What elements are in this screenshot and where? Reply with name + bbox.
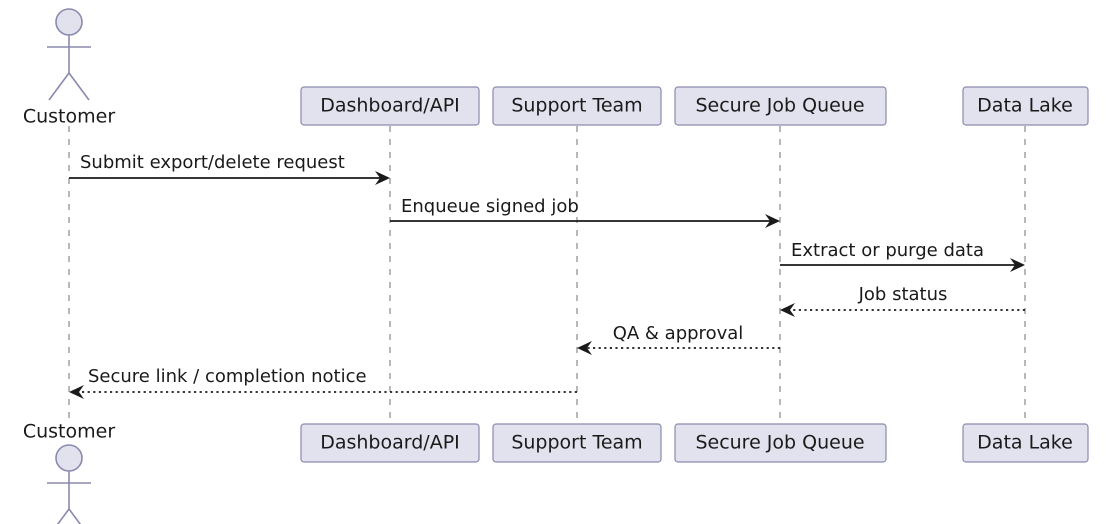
actor-leg-left (48, 72, 70, 101)
actor-head-icon (55, 8, 83, 36)
message-label-4: QA & approval (613, 323, 744, 344)
participant-secure_job_queue[interactable]: Secure Job Queue (674, 86, 887, 126)
participant-support_team[interactable]: Support Team (492, 423, 662, 463)
message-arrowhead-3 (780, 303, 795, 317)
actor-customer (47, 444, 91, 524)
actor-leg-right (68, 508, 82, 524)
participant-dashboard_api[interactable]: Dashboard/API (300, 86, 480, 126)
actor-leg-left (56, 508, 70, 524)
participant-secure_job_queue[interactable]: Secure Job Queue (674, 423, 887, 463)
message-label-3: Job status (858, 284, 948, 305)
participant-box-secure_job_queue[interactable] (674, 86, 887, 126)
participant-box-dashboard_api[interactable] (300, 423, 480, 463)
message-arrowhead-0 (375, 171, 390, 185)
actor-label-customer: Customer (23, 421, 115, 443)
participant-data_lake[interactable]: Data Lake (962, 86, 1089, 126)
participant-label-support_team: Support Team (511, 95, 642, 117)
participant-label-support_team: Support Team (511, 432, 642, 454)
participant-label-dashboard_api: Dashboard/API (320, 95, 460, 117)
message-arrowhead-1 (765, 214, 780, 228)
message-4: QA & approval (577, 323, 780, 355)
lifelines-layer (68, 126, 1026, 423)
participant-box-support_team[interactable] (492, 423, 662, 463)
message-arrowhead-4 (577, 341, 592, 355)
message-2: Extract or purge data (780, 240, 1025, 272)
actor-leg-right (68, 72, 90, 101)
participant-box-support_team[interactable] (492, 86, 662, 126)
participant-label-data_lake: Data Lake (977, 432, 1073, 454)
message-0: Submit export/delete request (69, 152, 390, 185)
participant-dashboard_api[interactable]: Dashboard/API (300, 423, 480, 463)
message-1: Enqueue signed job (390, 196, 780, 228)
participant-data_lake[interactable]: Data Lake (962, 423, 1089, 463)
participant-label-dashboard_api: Dashboard/API (320, 432, 460, 454)
participant-label-secure_job_queue: Secure Job Queue (695, 432, 864, 454)
actor-label-customer: Customer (23, 106, 115, 128)
participant-support_team[interactable]: Support Team (492, 86, 662, 126)
message-arrowhead-5 (69, 385, 84, 399)
message-label-5: Secure link / completion notice (88, 366, 367, 387)
participant-box-data_lake[interactable] (962, 86, 1089, 126)
participant-label-data_lake: Data Lake (977, 95, 1073, 117)
message-label-2: Extract or purge data (791, 240, 984, 261)
participant-box-dashboard_api[interactable] (300, 86, 480, 126)
message-5: Secure link / completion notice (69, 366, 577, 399)
participant-box-data_lake[interactable] (962, 423, 1089, 463)
participant-box-secure_job_queue[interactable] (674, 423, 887, 463)
actor-head-icon (55, 444, 83, 472)
participants-top-layer: Customer Dashboard/API Support Team Secure … (23, 8, 1089, 128)
participant-label-secure_job_queue: Secure Job Queue (695, 95, 864, 117)
message-3: Job status (780, 284, 1025, 317)
message-label-1: Enqueue signed job (401, 196, 579, 217)
actor-customer (47, 8, 91, 101)
message-arrowhead-2 (1010, 258, 1025, 272)
message-label-0: Submit export/delete request (80, 152, 345, 173)
